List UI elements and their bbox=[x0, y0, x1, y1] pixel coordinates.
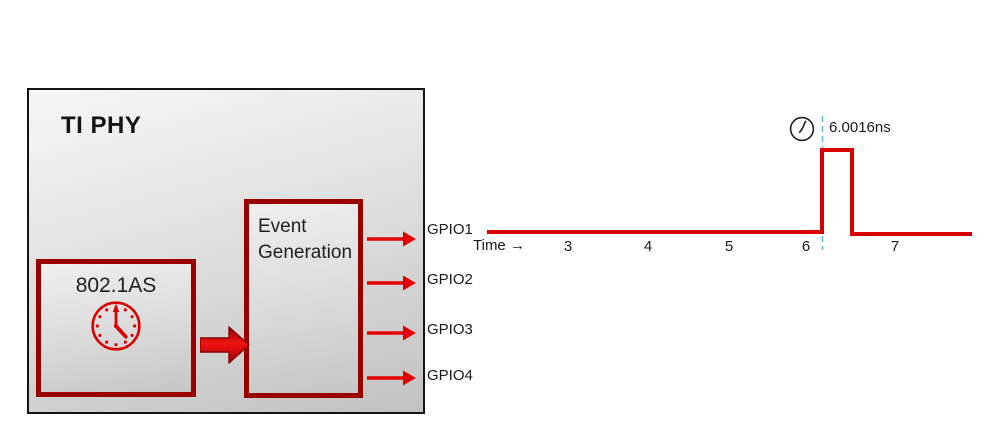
clock-802-1as-box: 802.1AS bbox=[36, 259, 196, 397]
pulse-trace bbox=[487, 148, 972, 236]
gpio4-arrow-icon bbox=[367, 370, 416, 386]
black-clock-icon bbox=[789, 116, 815, 142]
gpio1-arrow-icon bbox=[367, 231, 416, 247]
time-tick-6: 6 bbox=[801, 238, 811, 255]
time-tick-7: 7 bbox=[890, 238, 900, 255]
time-tick-4: 4 bbox=[643, 238, 653, 255]
ti-phy-box: TI PHY 802.1AS Eve bbox=[27, 88, 425, 414]
red-analog-clock-icon bbox=[91, 301, 141, 351]
time-tick-3: 3 bbox=[563, 238, 573, 255]
clock-box-label: 802.1AS bbox=[75, 274, 157, 297]
time-axis-label: Time → bbox=[473, 237, 525, 254]
gpio4-label: GPIO4 bbox=[427, 367, 473, 384]
gpio3-label: GPIO3 bbox=[427, 321, 473, 338]
time-tick-5: 5 bbox=[724, 238, 734, 255]
gpio1-pulse-waveform bbox=[487, 116, 972, 250]
phy-title: TI PHY bbox=[61, 112, 142, 139]
block-arrow-icon bbox=[200, 326, 250, 364]
event-generation-box: Event Generation bbox=[244, 199, 363, 398]
pulse-time-annotation: 6.0016ns bbox=[829, 119, 891, 136]
event-box-label: Event Generation bbox=[258, 216, 353, 263]
gpio3-arrow-icon bbox=[367, 325, 416, 341]
gpio2-arrow-icon bbox=[367, 275, 416, 291]
gpio1-label: GPIO1 bbox=[427, 221, 473, 238]
gpio2-label: GPIO2 bbox=[427, 271, 473, 288]
